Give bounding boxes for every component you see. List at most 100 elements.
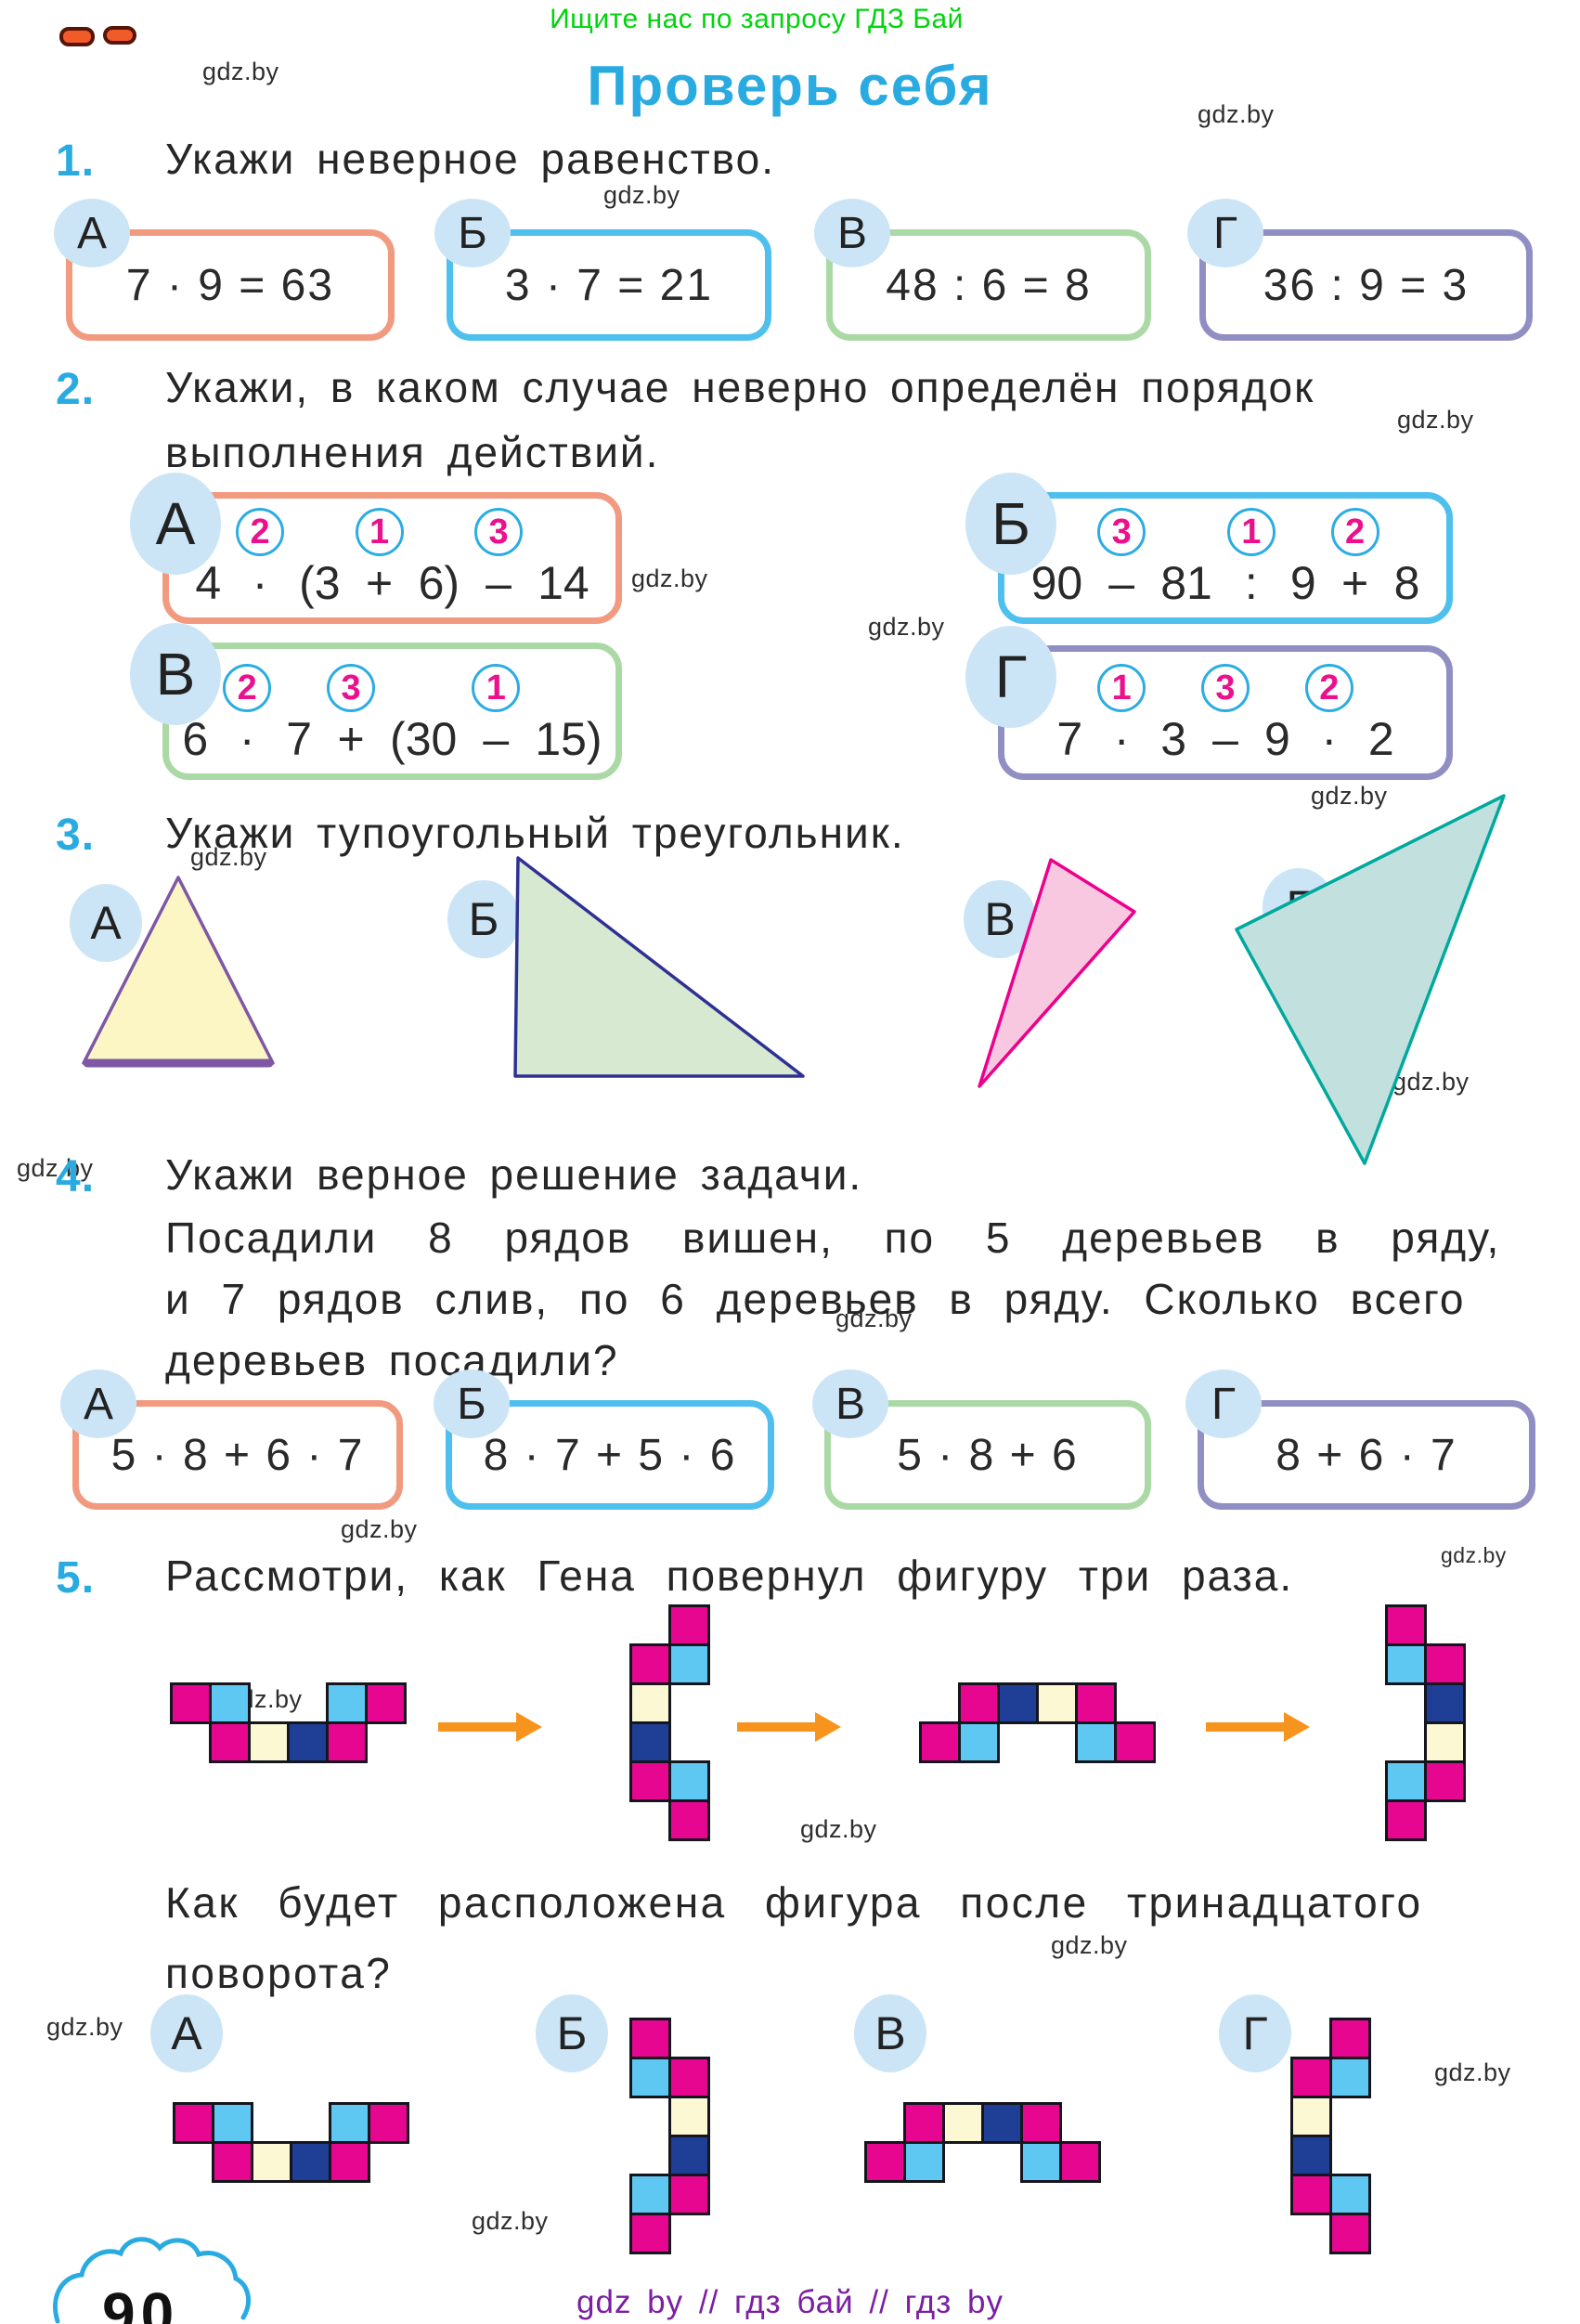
operator-with-order-circle: 2· (223, 664, 272, 764)
figure-cell (326, 1721, 368, 1763)
option-label-g: Г (1185, 1370, 1262, 1438)
task5-option-b-figure[interactable] (629, 2018, 710, 2254)
figure-cell (919, 1721, 961, 1763)
figure-cell (629, 2174, 671, 2215)
decoration-feet-icon (59, 27, 95, 46)
task-2-text-line1: Укажи, в каком случае неверно определён … (165, 363, 1315, 411)
task-1-text: Укажи неверное равенство. (165, 135, 775, 183)
operand: 9 (1289, 557, 1316, 609)
triangle-option-a[interactable] (74, 868, 283, 1072)
task4-option-a[interactable]: А 5 · 8 + 6 · 7 (60, 1370, 403, 1510)
order-number-circle: 1 (1097, 664, 1146, 712)
operand: (3 (299, 557, 341, 609)
figure-cell (1424, 1643, 1466, 1685)
gdz-watermark: gdz.by (1198, 100, 1275, 128)
task-3-number: 3. (56, 811, 96, 860)
operand: 90 (1030, 557, 1083, 609)
task5-option-a-figure[interactable] (173, 2102, 409, 2183)
order-number-circle: 2 (1304, 664, 1353, 712)
figure-label-v: В (854, 1994, 926, 2072)
task-4-text: Укажи верное решение задачи. (165, 1150, 863, 1199)
operator-with-order-circle: 2+ (1330, 508, 1379, 608)
figure-cell (1290, 2096, 1332, 2137)
figure-cell (287, 1721, 329, 1763)
operator-with-order-circle: 3– (474, 508, 524, 608)
figure-cell (1036, 1682, 1078, 1724)
triangle-label-v: В (964, 880, 1036, 958)
gdz-watermark: gdz.by (1441, 1543, 1507, 1567)
operand: 9 (1264, 713, 1290, 765)
operator-with-order-circle: 3+ (327, 664, 376, 764)
task-1-number: 1. (56, 136, 96, 186)
gdz-watermark: gdz.by (868, 613, 945, 641)
figure-cell (1424, 1760, 1466, 1802)
figure-cell (629, 1760, 671, 1802)
operand: 7 (286, 713, 313, 765)
figure-cell (958, 1682, 1000, 1724)
operand: 6) (418, 557, 460, 609)
figure-cell (1385, 1604, 1427, 1646)
arrow-right-icon (438, 1712, 542, 1742)
gdz-watermark: gdz.by (1397, 406, 1474, 434)
cloud-icon (53, 2237, 252, 2324)
task4-option-g[interactable]: Г 8 + 6 · 7 (1185, 1370, 1535, 1510)
task1-option-g[interactable]: Г 36 : 9 = 3 (1187, 199, 1533, 341)
task1-option-b[interactable]: Б 3 · 7 = 21 (434, 199, 771, 341)
task-2-number: 2. (56, 365, 96, 414)
triangle-option-b[interactable] (506, 850, 812, 1086)
figure-label-g: Г (1219, 1994, 1291, 2072)
operand: 15) (535, 713, 602, 765)
option-value: 5 · 8 + 6 · 7 (110, 1430, 365, 1480)
triangle-option-v[interactable] (970, 850, 1146, 1096)
figure-cell (1020, 2102, 1062, 2144)
task-5-text: Рассмотри, как Гена повернул фигуру три … (165, 1551, 1294, 1600)
task5-option-g-figure[interactable] (1290, 2018, 1371, 2254)
operator-with-order-circle: 1+ (355, 508, 404, 608)
operator-with-order-circle: 2· (1304, 664, 1353, 764)
gdz-watermark: gdz.by (1434, 2058, 1511, 2086)
option-value: 36 : 9 = 3 (1263, 260, 1470, 310)
figure-cell (1329, 2057, 1371, 2098)
figure-cell (1059, 2141, 1101, 2183)
decoration-feet-icon (103, 26, 136, 45)
order-number-circle: 3 (1097, 508, 1146, 556)
task5-option-v-figure[interactable] (864, 2102, 1101, 2183)
figure-cell (212, 2141, 253, 2183)
operator-with-order-circle: 3– (1201, 664, 1250, 764)
rotation-figure-start (170, 1682, 407, 1763)
rotation-figure-after-turn-2 (919, 1682, 1156, 1763)
gdz-watermark: gdz.by (341, 1515, 418, 1543)
option-label-v: В (130, 623, 221, 725)
gdz-watermark: gdz.by (190, 843, 267, 871)
figure-cell (668, 1799, 710, 1841)
task4-option-v[interactable]: В 5 · 8 + 6 (812, 1370, 1151, 1510)
gdz-watermark: gdz.by (835, 1305, 913, 1332)
option-label-b: Б (434, 199, 511, 267)
figure-cell (209, 1721, 251, 1763)
operator-with-order-circle: 3– (1097, 508, 1146, 608)
figure-cell (290, 2141, 331, 2183)
task1-option-v[interactable]: В 48 : 6 = 8 (814, 199, 1151, 341)
figure-cell (329, 2141, 370, 2183)
figure-cell (1329, 2174, 1371, 2215)
task4-option-b[interactable]: Б 8 · 7 + 5 · 6 (434, 1370, 774, 1510)
figure-cell (629, 1643, 671, 1685)
order-number-circle: 3 (1201, 664, 1250, 712)
figure-cell (629, 1721, 671, 1763)
figure-cell (1020, 2141, 1062, 2183)
figure-cell (1385, 1760, 1427, 1802)
figure-cell (864, 2141, 906, 2183)
operand: 2 (1367, 713, 1394, 765)
triangle-option-g[interactable] (1225, 785, 1532, 1175)
figure-cell (997, 1682, 1039, 1724)
option-label-b: Б (965, 473, 1056, 575)
task1-option-a[interactable]: А 7 · 9 = 63 (54, 199, 395, 341)
task-5-question-line2: поворота? (165, 1949, 393, 1997)
option-value: 8 + 6 · 7 (1276, 1430, 1457, 1480)
figure-cell (1290, 2135, 1332, 2176)
page-number: 90 (102, 2280, 180, 2324)
